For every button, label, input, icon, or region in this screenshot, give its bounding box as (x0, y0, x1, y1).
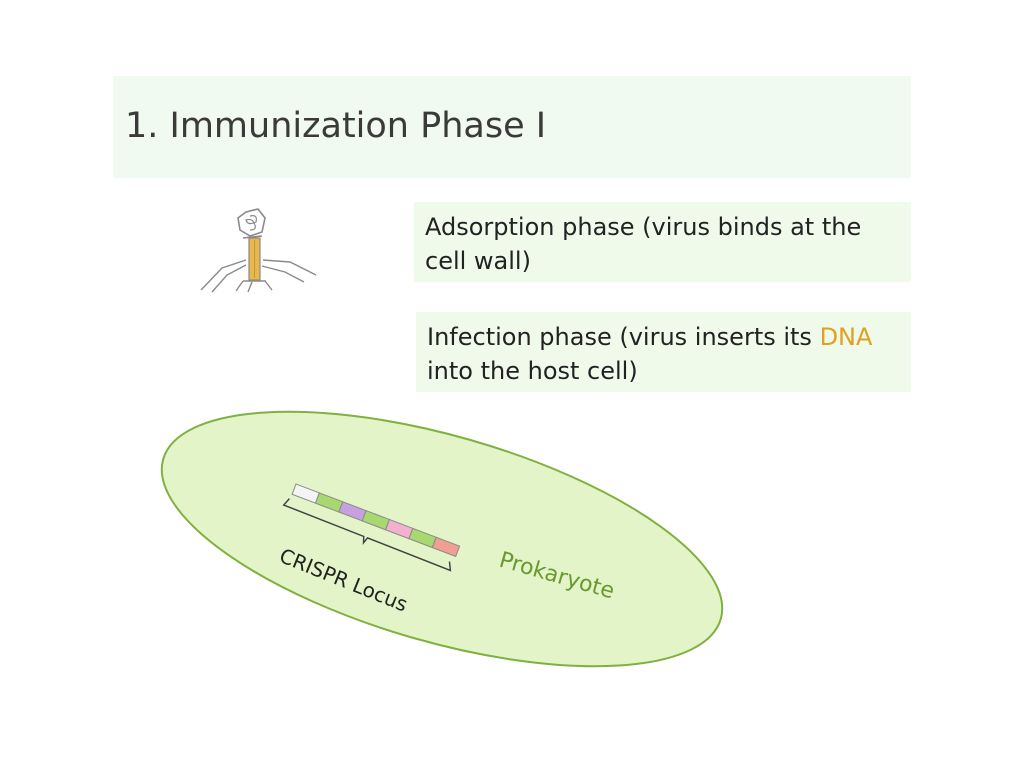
infection-text-before: Infection phase (virus inserts its (427, 323, 820, 351)
crispr-segment-6 (431, 536, 461, 558)
adsorption-phase-note: Adsorption phase (virus binds at the cel… (414, 202, 911, 282)
infection-text-after: into the host cell) (427, 357, 638, 385)
locus-bracket (282, 498, 452, 572)
crispr-locus (282, 483, 461, 572)
dna-highlight: DNA (819, 323, 873, 351)
bacteriophage-icon (200, 208, 317, 293)
page-title: 1. Immunization Phase I (125, 106, 547, 146)
title-bar: 1. Immunization Phase I (113, 76, 911, 178)
adsorption-phase-text: Adsorption phase (virus binds at the cel… (425, 213, 862, 275)
infection-phase-note: Infection phase (virus inserts its DNA i… (416, 312, 911, 392)
crispr-segments (291, 483, 461, 558)
